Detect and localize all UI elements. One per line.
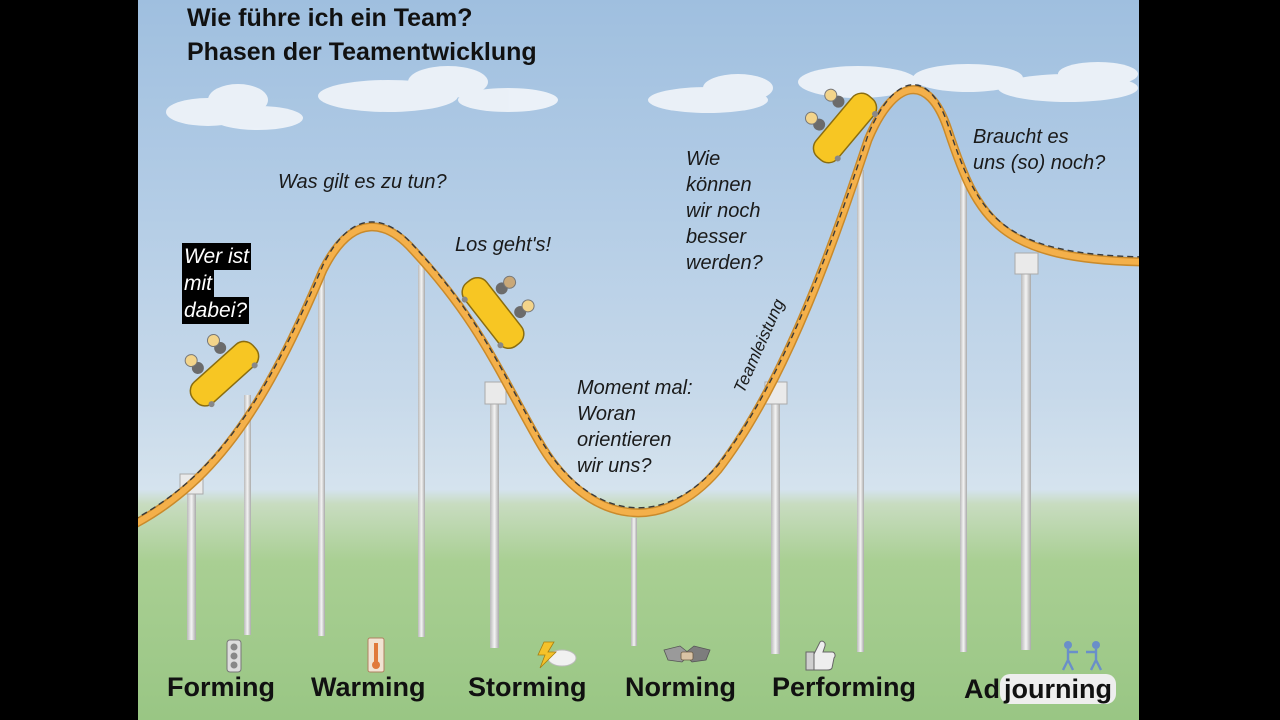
cart-storming (461, 275, 535, 350)
clouds (166, 62, 1138, 130)
phase-norming-label: Norming (625, 672, 736, 702)
cart-performing (804, 88, 879, 164)
phase-adjourning-text-b: journing (1000, 674, 1116, 704)
pillar (631, 518, 637, 646)
phase-adjourning-text-a: Ad (964, 674, 1000, 704)
question-warming: Was gilt es zu tun? (278, 171, 447, 193)
lightning-cloud-icon (537, 641, 577, 669)
question-storming: Los geht's! (455, 234, 552, 256)
pillar (490, 400, 499, 648)
question-performing: Wie können wir noch besser werden? (686, 148, 763, 274)
slide-title-line1: Wie führe ich ein Team? (187, 4, 473, 32)
pillar-cap (1014, 252, 1039, 275)
slide-title-line2: Phasen der Teamentwicklung (187, 38, 537, 66)
pillar-cap (484, 381, 507, 405)
pillar (244, 395, 251, 635)
phase-storming-label: Storming (468, 672, 587, 702)
phase-forming-label: Forming (167, 672, 275, 702)
pillar (771, 400, 780, 654)
pillar (418, 265, 425, 637)
rollercoaster-scene (138, 62, 1139, 673)
traffic-light-icon (226, 639, 242, 673)
pillar (1021, 270, 1031, 650)
rollercoaster-track (138, 83, 1139, 528)
people-waving-icon (1061, 641, 1103, 671)
question-forming-line3: dabei? (182, 297, 250, 324)
cart-forming (184, 334, 260, 408)
pillar (857, 170, 864, 652)
question-norming: Moment mal: Woran orientieren wir uns? (577, 377, 693, 477)
thermometer-icon (367, 637, 385, 673)
pillar (187, 488, 196, 640)
thumbs-up-icon (805, 640, 836, 671)
handshake-icon (663, 645, 711, 663)
question-forming-line2: mit (182, 270, 214, 297)
question-forming-line1: Wer ist (182, 243, 251, 270)
slide: Wie führe ich ein Team? Phasen der Teame… (138, 0, 1139, 720)
phase-warming-label: Warming (311, 672, 426, 702)
pillar (318, 272, 325, 636)
pillar (960, 180, 967, 652)
phase-performing-label: Performing (772, 672, 917, 702)
question-forming: Wer ist mit dabei? (182, 243, 251, 324)
question-adjourning: Braucht es uns (so) noch? (973, 126, 1106, 174)
